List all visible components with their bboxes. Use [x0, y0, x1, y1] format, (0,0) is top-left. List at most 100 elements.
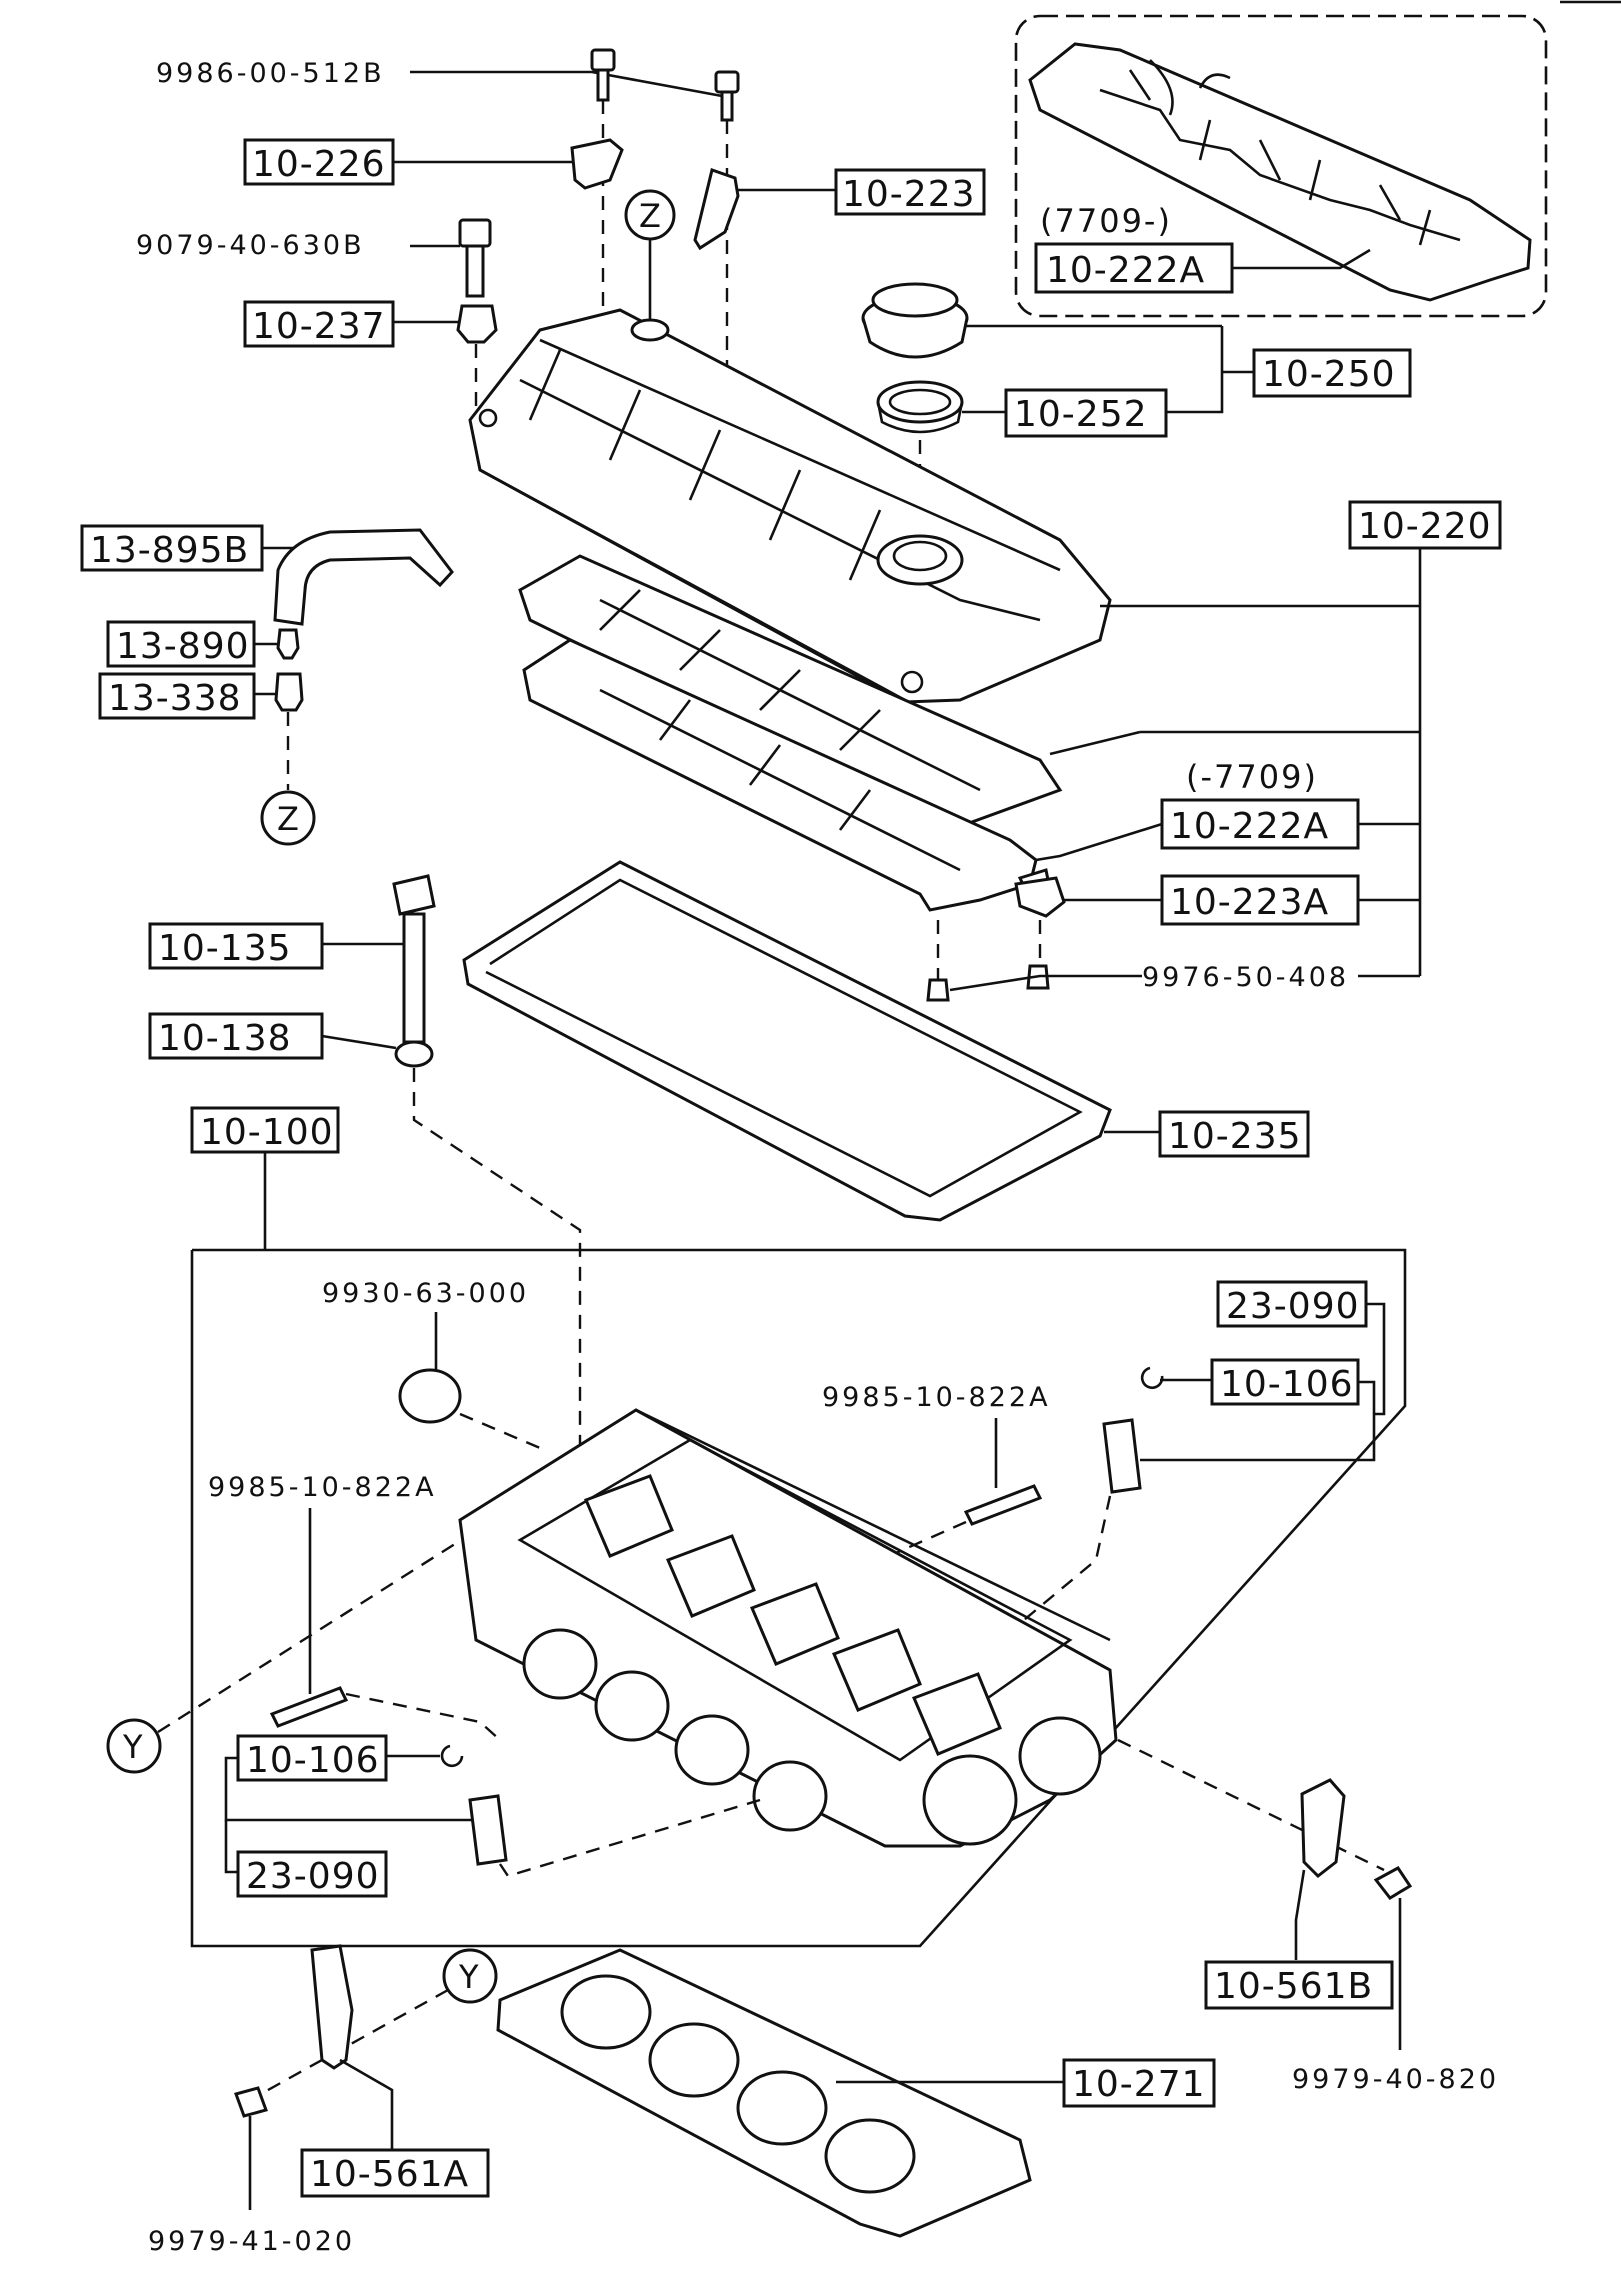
- bolt-top-label: 9986-00-512B: [156, 58, 385, 89]
- stud-left-axis: [345, 1692, 501, 1741]
- clip-left-icon: [440, 1744, 464, 1768]
- baffle-bolt-left-icon: [926, 978, 950, 1002]
- head-bolt-box: [148, 922, 324, 970]
- ref-y-bottom-axis: [249, 1988, 449, 2102]
- clip-left-box: [236, 1734, 388, 1782]
- cover-gasket-box: [1158, 1110, 1310, 1158]
- ref-z-top: Z: [639, 197, 661, 235]
- hanger-right-leader: [1294, 1869, 1306, 1960]
- oil-cap-seal-label: 10-252: [1014, 394, 1148, 435]
- hanger-right-label: 10-561B: [1214, 1966, 1373, 2007]
- breather-hose-icon: [273, 528, 454, 626]
- inset-frame: [1014, 14, 1548, 318]
- plug-box: [243, 300, 395, 348]
- washer-axis: [412, 1068, 582, 1460]
- plug-seal-label: 9930-63-000: [322, 1278, 529, 1309]
- cover-group-label: 10-220: [1358, 506, 1492, 547]
- cylinder-head-drawing: [458, 1408, 1118, 1848]
- ref-z-top-circle: [624, 189, 676, 241]
- ref-y-bottom: Y: [458, 1958, 479, 1996]
- head-assembly-label: 10-100: [200, 1112, 334, 1153]
- bracket-right-label: 10-223: [842, 174, 976, 215]
- ref-z-bottom-circle: [260, 790, 316, 846]
- plug-label: 10-237: [252, 306, 386, 347]
- ref-y-left-axis: [157, 1540, 459, 1734]
- bolt-plug-label: 9079-40-630B: [136, 230, 365, 261]
- washer-leader: [321, 1034, 397, 1050]
- oil-cap-seal-icon: [876, 380, 964, 434]
- inset-part-box: [1034, 242, 1234, 294]
- plug-icon: [456, 304, 498, 344]
- bracket-left-box: [243, 138, 395, 186]
- inset-suffix: (7709-): [1040, 202, 1172, 240]
- washer-icon: [394, 1040, 434, 1068]
- baffle-plate-icon: [1014, 876, 1066, 918]
- hanger-right-box: [1204, 1960, 1394, 2010]
- inset-baffle-drawing: [1028, 42, 1532, 302]
- bracket-right-box: [834, 168, 986, 216]
- cover-gasket-drawing: [462, 860, 1112, 1222]
- pcv-valve-label: 13-890: [116, 626, 250, 667]
- cover-gasket-inner: [485, 878, 1083, 1198]
- hanger-right-icon: [1300, 1778, 1346, 1878]
- ref-y-left-circle: [106, 1718, 162, 1774]
- stud-right-label: 9985-10-822A: [822, 1382, 1051, 1413]
- lifter-right-axis: [999, 1495, 1112, 1641]
- bolt-top-left-icon: [590, 48, 616, 102]
- cover-group-box: [1348, 500, 1502, 550]
- baffle-leader: [1035, 822, 1163, 862]
- plug-seal-axis: [459, 1412, 541, 1450]
- stud-right-icon: [963, 1484, 1043, 1526]
- oil-cap-group-label: 10-250: [1262, 354, 1396, 395]
- bracket-left-label: 10-226: [252, 144, 386, 185]
- baffle-plate-label: 10-223A: [1170, 882, 1329, 923]
- lifter-left-icon: [468, 1794, 508, 1866]
- bracket-left-icon: [570, 138, 624, 190]
- inset-leader: [1232, 248, 1371, 270]
- ref-y-bottom-circle: [442, 1948, 498, 2004]
- pcv-valve-box: [106, 620, 256, 668]
- breather-hose-label: 13-895B: [90, 530, 249, 571]
- inset-part-label: 10-222A: [1046, 250, 1205, 291]
- head-gasket-drawing: [496, 1948, 1032, 2238]
- plug-seal-icon: [398, 1368, 462, 1424]
- lifter-group-left-stem: [224, 1820, 238, 1874]
- head-cover-drawing: [468, 308, 1112, 704]
- bolt-plug-icon: [458, 218, 492, 298]
- lifter-group-right-bracket: [1366, 1302, 1386, 1416]
- baffle-suffix: (-7709): [1186, 758, 1318, 796]
- baffle-upper-leader: [1049, 730, 1141, 756]
- baffle-label: 10-222A: [1170, 806, 1329, 847]
- hanger-left-label: 10-561A: [310, 2154, 469, 2195]
- head-gasket-box: [1062, 2058, 1216, 2108]
- lifter-group-left-label: 23-090: [246, 1856, 380, 1897]
- grommet-icon: [274, 672, 304, 712]
- clip-right-icon: [1140, 1366, 1164, 1390]
- stud-left-icon: [269, 1686, 349, 1728]
- bolt-top-leader: [410, 70, 723, 98]
- hanger-left-leader: [339, 2058, 394, 2150]
- oil-cap-icon: [861, 282, 969, 359]
- hanger-right-bolt-label: 9979-40-820: [1292, 2064, 1499, 2095]
- head-gasket-label: 10-271: [1072, 2064, 1206, 2105]
- lifter-group-right-label: 23-090: [1226, 1286, 1360, 1327]
- hanger-right-axis: [1117, 1738, 1385, 1872]
- cover-gasket-label: 10-235: [1168, 1116, 1302, 1157]
- grommet-label: 13-338: [108, 678, 242, 719]
- lifter-left-axis: [499, 1798, 761, 1878]
- hanger-left-bolt-icon: [234, 2086, 268, 2118]
- clip-right-box: [1210, 1358, 1360, 1406]
- head-assembly-frame: [190, 1248, 1407, 1948]
- oil-cap-group-box: [1252, 348, 1412, 398]
- hanger-right-bolt-icon: [1373, 1866, 1413, 1900]
- clip-right-label: 10-106: [1220, 1364, 1354, 1405]
- ref-y-left: Y: [122, 1728, 143, 1766]
- pcv-valve-icon: [276, 628, 300, 660]
- ref-z-bottom: Z: [277, 800, 299, 838]
- stud-left-label: 9985-10-822A: [208, 1472, 437, 1503]
- baffle-bolt-label: 9976-50-408: [1142, 962, 1349, 993]
- washer-label: 10-138: [158, 1018, 292, 1059]
- clip-right-bracket: [1140, 1380, 1376, 1462]
- hanger-left-icon: [310, 1944, 354, 2070]
